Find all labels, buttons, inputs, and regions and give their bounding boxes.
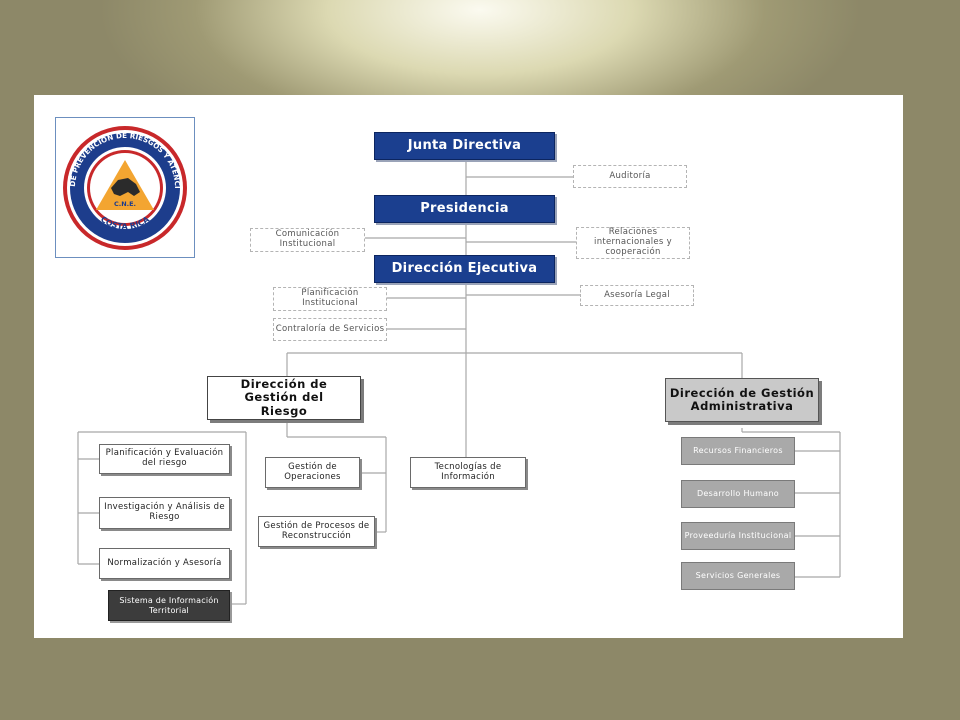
planificacion-riesgo-box: Planificación y Evaluación del riesgo	[99, 444, 230, 474]
sistema-territorial-box: Sistema de Información Territorial	[108, 590, 230, 621]
normalizacion-box: Normalización y Asesoría	[99, 548, 230, 579]
gestion-operaciones-box: Gestión de Operaciones	[265, 457, 360, 488]
connector-lines	[77, 160, 841, 605]
direccion-ejecutiva-box: Dirección Ejecutiva	[374, 255, 555, 283]
recursos-financieros-box: Recursos Financieros	[681, 437, 795, 465]
auditoria-box: Auditoría	[573, 165, 687, 188]
org-chart-slide: COMISION NACIONAL DE PREVENCION DE RIESG…	[34, 95, 903, 638]
svg-text:C.N.E.: C.N.E.	[114, 200, 136, 208]
comunicacion-box: Comunicación Institucional	[250, 228, 365, 252]
relaciones-box: Relaciones internacionales y cooperación	[576, 227, 690, 259]
direccion-administrativa-box: Dirección de Gestión Administrativa	[665, 378, 819, 422]
tecnologias-box: Tecnologías de Información	[410, 457, 526, 488]
cne-emblem-icon: COMISION NACIONAL DE PREVENCION DE RIESG…	[52, 111, 187, 250]
presidencia-box: Presidencia	[374, 195, 555, 223]
investigacion-box: Investigación y Análisis de Riesgo	[99, 497, 230, 529]
direccion-riesgo-box: Dirección de Gestión del Riesgo	[207, 376, 361, 420]
gestion-reconstruccion-box: Gestión de Procesos de Reconstrucción	[258, 516, 375, 547]
contraloria-box: Contraloría de Servicios	[273, 318, 387, 341]
proveeduria-box: Proveeduría Institucional	[681, 522, 795, 550]
desarrollo-humano-box: Desarrollo Humano	[681, 480, 795, 508]
cne-logo: COMISION NACIONAL DE PREVENCION DE RIESG…	[52, 111, 195, 258]
asesoria-legal-box: Asesoría Legal	[580, 285, 694, 306]
junta-directiva-box: Junta Directiva	[374, 132, 555, 160]
planificacion-institucional-box: Planificación Institucional	[273, 287, 387, 311]
servicios-generales-box: Servicios Generales	[681, 562, 795, 590]
